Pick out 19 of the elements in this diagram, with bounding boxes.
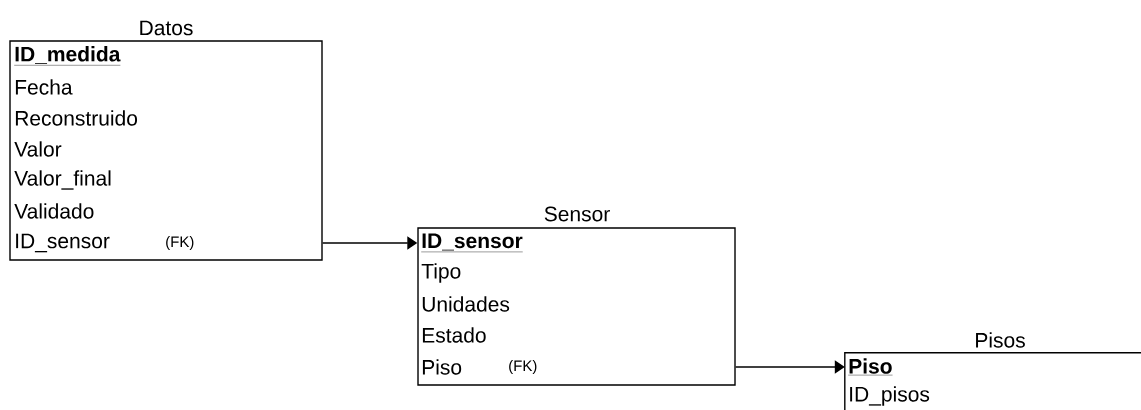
table-title: Datos [140, 20, 193, 36]
table-title: Pisos [976, 332, 1025, 348]
field-name: Unidades [422, 296, 510, 312]
field-name: Fecha [15, 79, 73, 95]
field-name: Valor [14, 141, 62, 157]
field-name: Validado [14, 203, 94, 219]
primary-key-field: Piso [848, 358, 893, 376]
foreign-key-marker: (FK) [509, 360, 537, 374]
foreign-key-marker: (FK) [166, 236, 194, 250]
field-name: Piso [422, 359, 462, 375]
field-name: Estado [422, 327, 486, 343]
field-name: ID_sensor [16, 233, 110, 253]
primary-key-field: ID_sensor [421, 233, 523, 253]
field-name: Valor_final [14, 170, 111, 190]
field-name: Tipo [421, 263, 461, 283]
table-title: Sensor [544, 206, 610, 222]
field-name: ID_pisos [850, 386, 930, 406]
field-name: Reconstruido [15, 110, 138, 126]
primary-key-field: ID_medida [14, 46, 121, 66]
